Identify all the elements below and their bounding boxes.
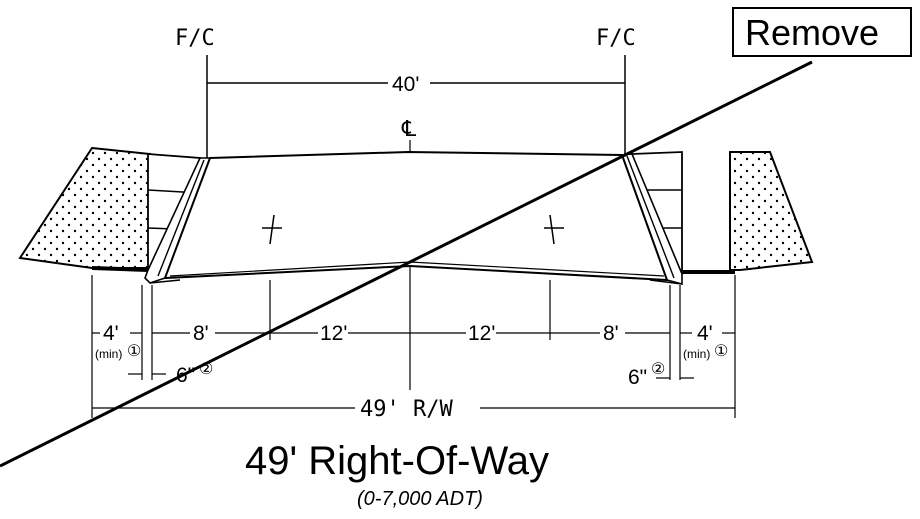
curb-width-label: 40' [392, 73, 419, 96]
remove-label: Remove [745, 12, 879, 53]
dim-lane-left: 12' [320, 322, 347, 345]
diagram-subtitle: (0-7,000 ADT) [357, 488, 483, 510]
dim-min-right: (min) [683, 347, 710, 361]
dim-gutter-right: 6" [628, 366, 647, 389]
dim-min-left: (min) [95, 347, 122, 361]
left-slope-fill [18, 146, 151, 269]
dim-sidewalk-left: 4' [103, 322, 119, 345]
remove-strike-line [0, 60, 813, 468]
diagram-title: 49' Right-Of-Way [245, 439, 549, 483]
centerline-symbol: ℄ [401, 116, 417, 141]
right-slope-fill [729, 151, 814, 271]
row-width-label: 49' R/W [360, 397, 453, 422]
dim-lane-right: 12' [468, 322, 495, 345]
dim-note1-left: ① [127, 343, 141, 360]
dim-sidewalk-right: 4' [697, 322, 713, 345]
roadway [163, 150, 669, 282]
dim-parking-left: 8' [193, 322, 209, 345]
remove-box [732, 7, 912, 57]
dim-note2-right: ② [651, 361, 665, 378]
fc-right-label: F/C [596, 26, 636, 51]
dim-note1-right: ① [714, 343, 728, 360]
dim-parking-right: 8' [603, 322, 619, 345]
fc-left-label: F/C [175, 26, 215, 51]
